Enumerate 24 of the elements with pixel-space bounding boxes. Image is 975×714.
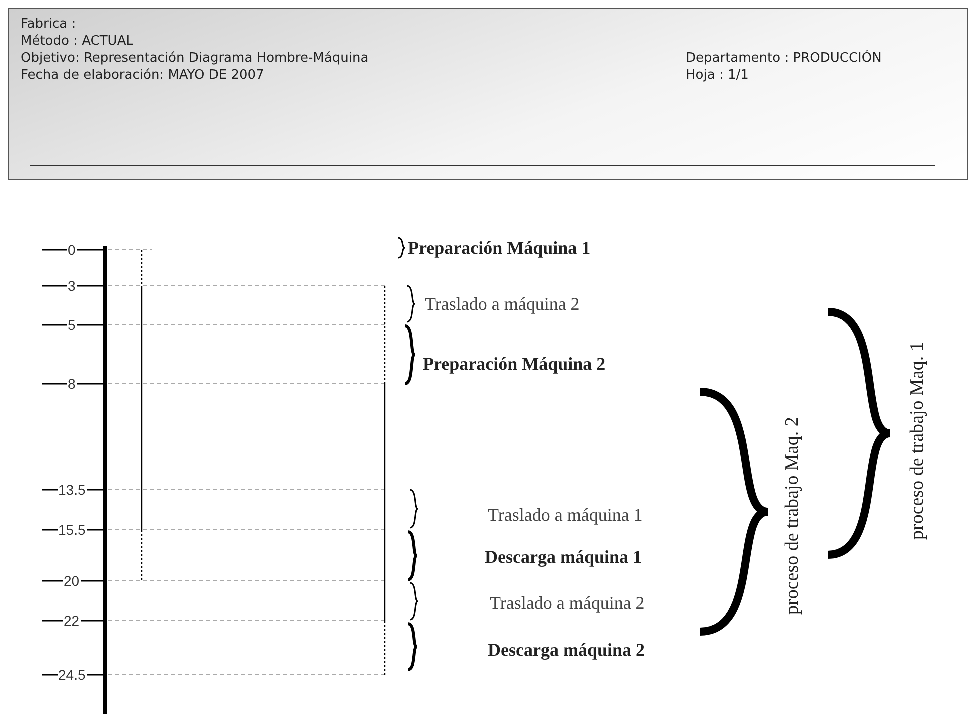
- header-text: Fecha de elaboración: MAYO DE 2007: [21, 68, 264, 84]
- header-text: Fabrica :: [21, 17, 76, 33]
- process-label: proceso de trabajo Maq. 1: [907, 342, 929, 540]
- tick-label: 0: [67, 242, 77, 258]
- tick-label: 20: [63, 573, 81, 589]
- activity-label: Descarga máquina 2: [488, 640, 645, 660]
- header-text: Objetivo: Representación Diagrama Hombre-Máquina: [21, 51, 369, 67]
- header-text: Método : ACTUAL: [21, 34, 134, 50]
- activity-label: Traslado a máquina 2: [490, 593, 645, 613]
- tick-label: 5: [67, 317, 77, 333]
- tick-label: 24.5: [58, 667, 87, 683]
- activity-label: Preparación Máquina 2: [423, 354, 606, 374]
- activity-label: Traslado a máquina 2: [425, 294, 580, 314]
- tick-label: 15.5: [58, 522, 87, 538]
- process-label: proceso de trabajo Maq. 2: [782, 417, 804, 615]
- header-text: Hoja : 1/1: [686, 68, 749, 84]
- activity-label: Descarga máquina 1: [485, 547, 642, 567]
- tick-label: 8: [67, 376, 77, 392]
- tick-label: 3: [67, 278, 77, 294]
- activity-label: Traslado a máquina 1: [488, 505, 643, 525]
- tick-label: 22: [63, 613, 81, 629]
- activity-label: Preparación Máquina 1: [408, 238, 591, 258]
- tick-label: 13.5: [58, 482, 87, 498]
- header-text: Departamento : PRODUCCIÓN: [686, 51, 882, 67]
